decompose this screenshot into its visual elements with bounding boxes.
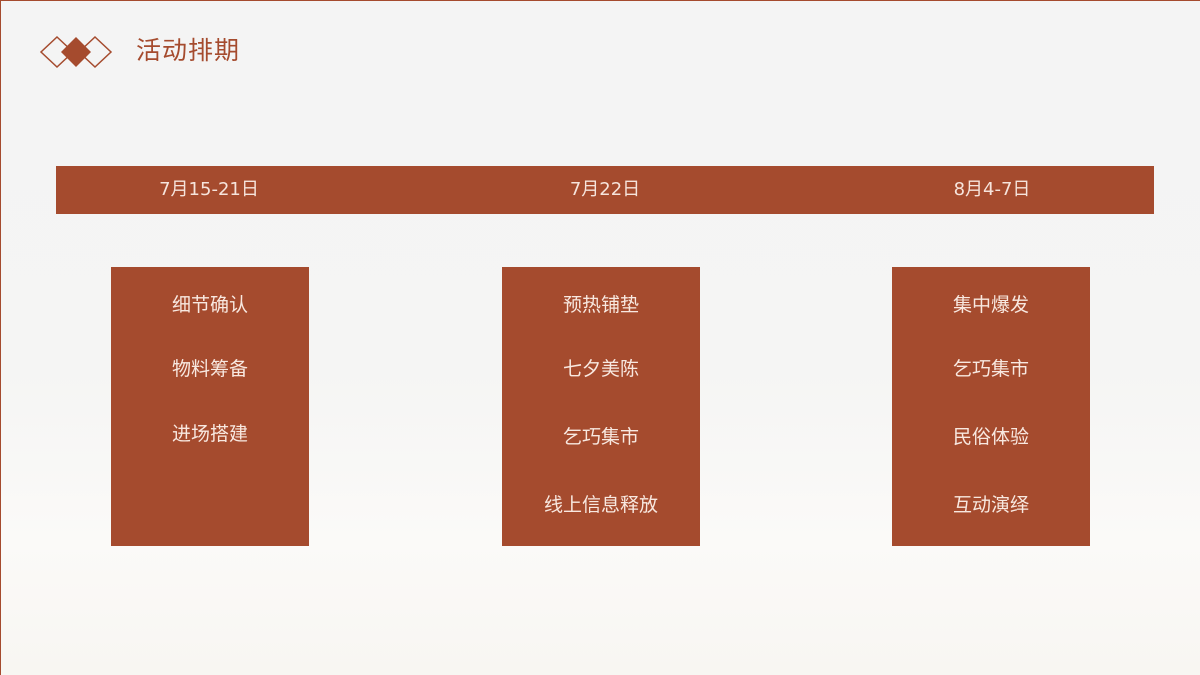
phase-item: 互动演绎 (952, 494, 1029, 516)
phase-item: 细节确认 (171, 294, 248, 316)
phase-item: 乞巧集市 (562, 426, 639, 448)
phase-card-2: 预热铺垫 七夕美陈 乞巧集市 线上信息释放 (502, 267, 700, 546)
phase-card-3: 集中爆发 乞巧集市 民俗体验 互动演绎 (892, 267, 1090, 546)
page-title: 活动排期 (136, 36, 241, 65)
timeline-bar: 7月15-21日 7月22日 8月4-7日 (56, 166, 1154, 214)
timeline-date-1: 7月15-21日 (159, 179, 259, 200)
phase-item: 进场搭建 (171, 423, 248, 445)
phase-card-1: 细节确认 物料筹备 进场搭建 (111, 267, 309, 546)
phase-item: 集中爆发 (952, 294, 1029, 316)
phase-item: 预热铺垫 (562, 294, 639, 316)
timeline-date-2: 7月22日 (569, 179, 641, 200)
diamond-trio-icon (39, 35, 113, 69)
phase-item: 民俗体验 (952, 426, 1029, 448)
timeline-date-3: 8月4-7日 (953, 179, 1031, 200)
phase-item: 七夕美陈 (562, 358, 639, 380)
phase-item: 线上信息释放 (543, 494, 658, 516)
phase-item: 乞巧集市 (952, 358, 1029, 380)
phase-item: 物料筹备 (171, 358, 248, 380)
